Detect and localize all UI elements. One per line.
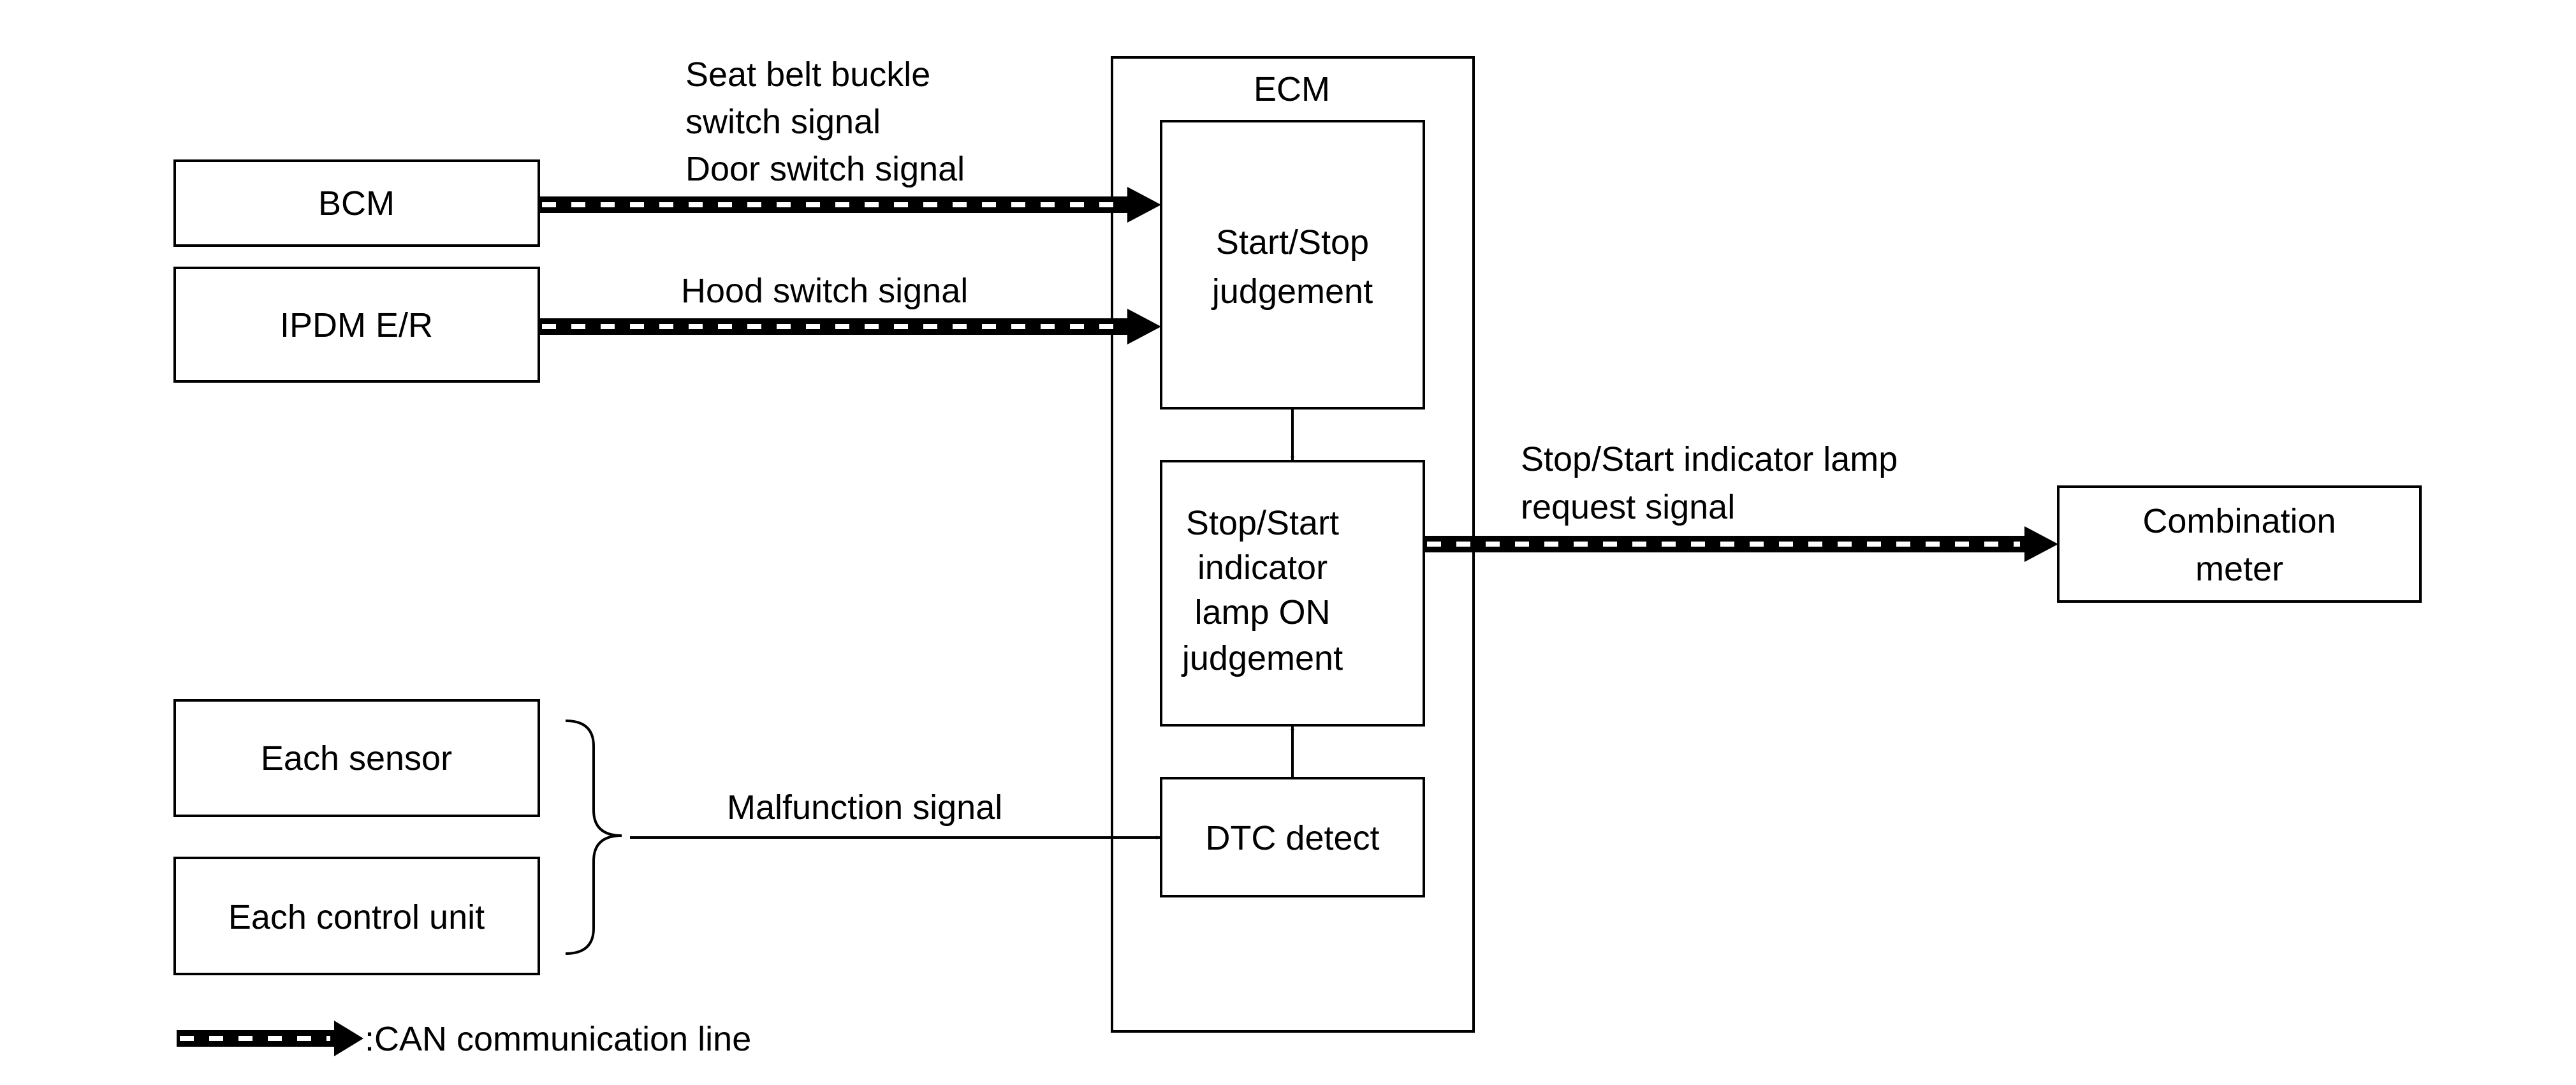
- dtc-detect-block: DTC detect: [1160, 777, 1425, 897]
- bcm-block: BCM: [173, 159, 540, 247]
- each-control-unit-label: Each control unit: [228, 898, 485, 936]
- legend-can-line-symbol: [177, 1021, 363, 1056]
- dtc-detect-label: DTC detect: [1205, 819, 1379, 857]
- grouping-brace: [565, 720, 622, 955]
- combination-meter-line-1: Combination: [2142, 502, 2336, 540]
- indicator-judgement-line-4: judgement: [1181, 639, 1343, 677]
- start-stop-judgement-line-1: Start/Stop: [1216, 223, 1369, 262]
- ecm-label: ECM: [1254, 70, 1330, 108]
- each-control-unit-block: Each control unit: [173, 857, 540, 975]
- each-sensor-label: Each sensor: [261, 739, 452, 778]
- indicator-judgement-line-2: indicator: [1197, 549, 1328, 587]
- ipdm-can-line: [539, 309, 1161, 344]
- start-stop-judgement-block: Start/Stop judgement: [1160, 120, 1425, 410]
- malfunction-signal-label: Malfunction signal: [727, 788, 1002, 827]
- each-sensor-block: Each sensor: [173, 699, 540, 817]
- bcm-label: BCM: [318, 184, 395, 223]
- bcm-signal-line-2: switch signal: [685, 103, 881, 141]
- legend: :CAN communication line: [177, 1020, 751, 1058]
- indicator-request-signal-line-2: request signal: [1521, 488, 1735, 526]
- indicator-judgement-line-3: lamp ON: [1194, 593, 1330, 631]
- legend-can-line-label: :CAN communication line: [365, 1020, 751, 1058]
- indicator-judgement-block: Stop/Start indicator lamp ON judgement: [1160, 460, 1425, 727]
- bcm-can-line: [539, 187, 1161, 223]
- bcm-signal-line-1: Seat belt buckle: [685, 55, 930, 94]
- indicator-request-can-line: [1424, 526, 2058, 562]
- start-stop-judgement-line-2: judgement: [1211, 272, 1373, 311]
- indicator-request-signal-line-1: Stop/Start indicator lamp: [1521, 440, 1898, 478]
- combination-meter-block: Combination meter: [2057, 485, 2422, 603]
- combination-meter-line-2: meter: [2195, 550, 2283, 588]
- hood-signal-label: Hood switch signal: [681, 272, 968, 310]
- ipdm-block: IPDM E/R: [173, 267, 540, 383]
- indicator-judgement-line-1: Stop/Start: [1186, 504, 1339, 542]
- ipdm-label: IPDM E/R: [280, 306, 433, 344]
- bcm-signal-line-3: Door switch signal: [685, 150, 965, 188]
